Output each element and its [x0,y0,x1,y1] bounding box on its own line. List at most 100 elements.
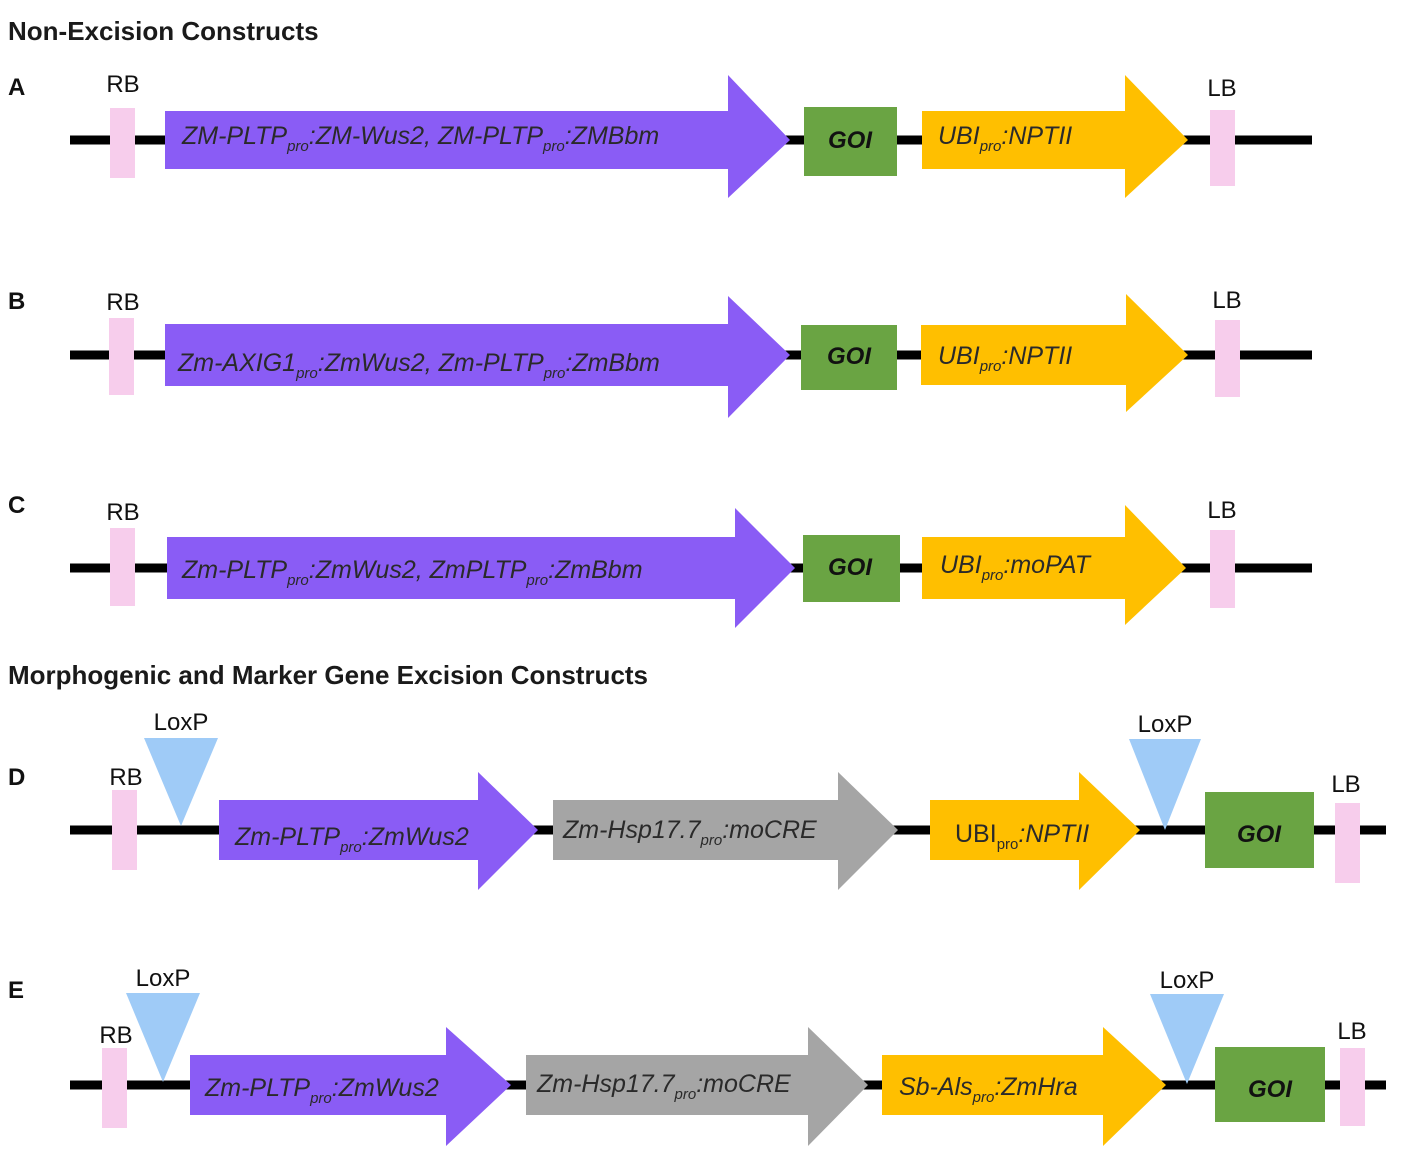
goi-box [801,325,897,390]
marker-cassette-label-part: UBI [938,122,980,150]
morphogenic-cassette-label-part: :ZmBbm [565,349,659,377]
goi-box [1205,792,1314,868]
panel-letter: B [8,288,25,315]
construct-a: A RB LB ZM-PLTPpro:ZM-Wus2, ZM-PLTPpro:ZMBb… [8,71,1312,198]
cre-cassette-label: Zm-Hsp17.7pro:moCRE [562,816,817,849]
marker-cassette-label: UBIpro:NPTII [938,122,1072,155]
left-border-label: LB [1207,497,1236,524]
right-border-block [112,790,137,870]
morphogenic-cassette-label-part: :ZmWus2, ZmPLTP [309,556,527,584]
constructs-group: A RB LB ZM-PLTPpro:ZM-Wus2, ZM-PLTPpro:ZMBb… [8,71,1386,1146]
marker-cassette-label-part: Sb-Als [899,1073,973,1101]
cre-cassette-label-part: pro [674,1086,697,1103]
marker-cassette-label: UBIpro:NPTII [938,342,1072,375]
marker-cassette-arrow [922,75,1188,198]
loxp-label: LoxP [154,709,209,736]
right-border-label: RB [106,499,139,526]
heading-excision: Morphogenic and Marker Gene Excision Con… [8,660,648,690]
goi-label: GOI [828,554,873,581]
heading-non-excision: Non-Excision Constructs [8,16,319,46]
cre-cassette-label-part: :moCRE [696,1070,791,1098]
left-border-label: LB [1212,287,1241,314]
morphogenic-cassette-label-part: :ZM-Wus2, ZM-PLTP [309,122,544,150]
marker-cassette-label-part: :ZmHra [994,1073,1077,1101]
marker-cassette-label-part: :NPTII [1001,122,1072,150]
marker-cassette-label: UBIpro:moPAT [940,551,1092,584]
marker-cassette-label-part: UBI [955,820,997,848]
left-border-label: LB [1331,771,1360,798]
morphogenic-cassette-label-part: pro [286,572,309,589]
morphogenic-cassette-label-part: Zm-AXIG1 [177,349,296,377]
marker-cassette-arrow [921,294,1188,412]
morphogenic-cassette-arrow [167,508,795,628]
loxp-triangle [126,993,200,1082]
marker-cassette-arrow [930,772,1140,890]
loxp-triangle [1129,739,1201,830]
right-border-label: RB [99,1022,132,1049]
cre-cassette-arrow [526,1027,868,1146]
marker-cassette-label-part: pro [981,567,1004,584]
morphogenic-cassette-label-part: :ZMBbm [565,122,659,150]
morphogenic-cassette-arrow [219,772,538,890]
morphogenic-cassette-label-part: pro [542,138,565,155]
marker-cassette-label-part: pro [997,836,1019,853]
morphogenic-cassette-arrow [190,1027,511,1146]
morphogenic-cassette-label: Zm-PLTPpro:ZmWus2, ZmPLTPpro:ZmBbm [181,556,643,589]
marker-cassette-label-part: pro [979,358,1002,375]
goi-box [803,535,900,602]
left-border-label: LB [1337,1018,1366,1045]
marker-cassette-label: Sb-Alspro:ZmHra [899,1073,1078,1106]
morphogenic-cassette-label: Zm-PLTPpro:ZmWus2 [204,1074,439,1107]
left-border-block [1215,320,1240,397]
right-border-block [110,108,135,178]
marker-cassette-label-part: :moPAT [1003,551,1091,579]
goi-label: GOI [1237,821,1282,848]
morphogenic-cassette-label-part: pro [309,1090,332,1107]
goi-label: GOI [827,343,872,370]
morphogenic-cassette-label: ZM-PLTPpro:ZM-Wus2, ZM-PLTPpro:ZMBbm [181,122,659,155]
cre-cassette-arrow [553,772,898,890]
marker-cassette-label-part: :NPTII [1001,342,1072,370]
right-border-block [110,528,135,606]
panel-letter: D [8,764,25,791]
morphogenic-cassette-label: Zm-AXIG1pro:ZmWus2, Zm-PLTPpro:ZmBbm [177,349,660,382]
morphogenic-cassette-label-part: Zm-PLTP [181,556,287,584]
morphogenic-cassette-label-part: pro [543,365,566,382]
morphogenic-cassette-label-part: pro [286,138,309,155]
cre-cassette-label-part: Zm-Hsp17.7 [562,816,702,844]
morphogenic-cassette-label-part: pro [339,839,362,856]
morphogenic-cassette-label-part: :ZmBbm [548,556,642,584]
morphogenic-cassette-label-part: :ZmWus2 [332,1074,439,1102]
right-border-block [109,318,134,395]
goi-label: GOI [1248,1076,1293,1103]
loxp-label: LoxP [136,965,191,992]
panel-letter: A [8,74,25,101]
panel-letter: E [8,977,24,1004]
right-border-block [102,1048,127,1128]
panel-letter: C [8,492,25,519]
goi-label: GOI [828,127,873,154]
loxp-label: LoxP [1138,711,1193,738]
marker-cassette-label-part: pro [979,138,1002,155]
cre-cassette-label-part: Zm-Hsp17.7 [536,1070,676,1098]
right-border-label: RB [106,71,139,98]
left-border-block [1335,803,1360,883]
loxp-triangle [144,738,218,826]
marker-cassette-arrow [922,505,1186,625]
morphogenic-cassette-label-part: :ZmWus2, Zm-PLTP [318,349,544,377]
left-border-label: LB [1207,75,1236,102]
marker-cassette-label-part: UBI [940,551,982,579]
goi-box [1215,1047,1325,1122]
right-border-label: RB [109,764,142,791]
morphogenic-cassette-arrow [165,296,790,418]
morphogenic-cassette-label-part: Zm-PLTP [234,823,340,851]
marker-cassette-label: UBIpro:NPTII [955,820,1089,853]
left-border-block [1210,110,1235,186]
morphogenic-cassette-label-part: pro [525,572,548,589]
left-border-block [1340,1048,1365,1126]
